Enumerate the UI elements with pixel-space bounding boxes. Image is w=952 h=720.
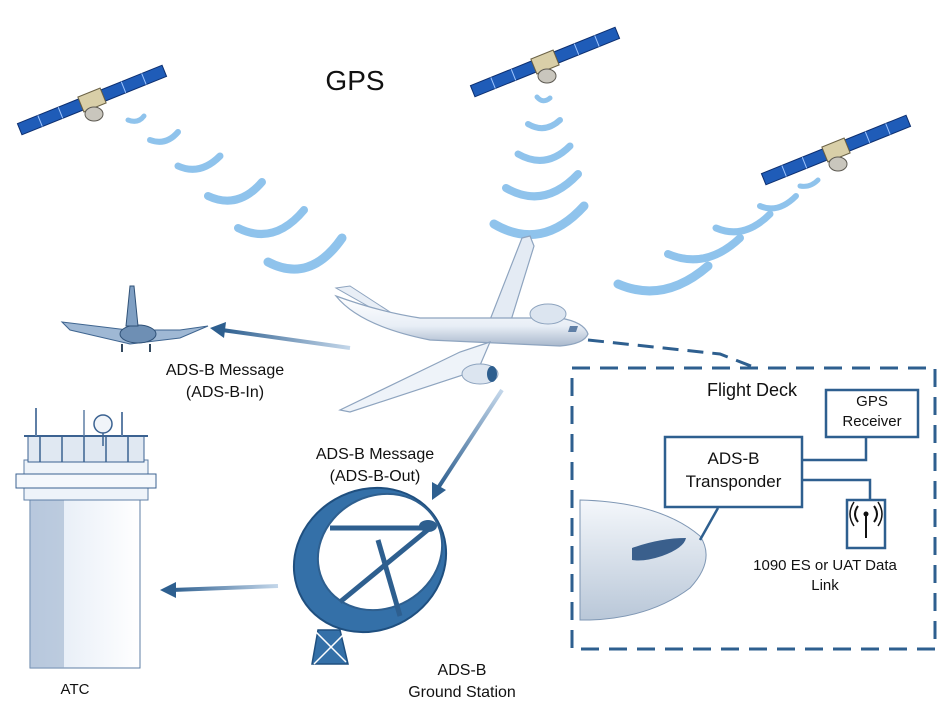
gps-receiver-label: GPS Receiver bbox=[826, 392, 918, 433]
airplane-icon-small bbox=[60, 285, 209, 352]
gps-signal-waves bbox=[125, 94, 821, 296]
gps-receiver-line2: Receiver bbox=[842, 413, 902, 431]
transponder-box bbox=[663, 435, 804, 509]
adsb-in-line1: ADS-B Message bbox=[165, 362, 285, 379]
gps-receiver-line1: GPS bbox=[856, 393, 888, 410]
satellite-dish-icon bbox=[292, 486, 448, 665]
arrow-adsb-in bbox=[210, 322, 351, 350]
adsb-out-line1: ADS-B Message bbox=[315, 446, 435, 463]
data-link-label: 1090 ES or UAT Data Link bbox=[735, 556, 915, 597]
control-tower-icon bbox=[15, 408, 157, 669]
antenna-signal-icon bbox=[845, 498, 887, 550]
flight-deck-callout bbox=[570, 338, 937, 651]
airplane-icon-main bbox=[334, 235, 589, 413]
data-link-line1: 1090 ES or UAT Data bbox=[753, 557, 897, 574]
arrow-ground-to-atc bbox=[160, 582, 279, 598]
adsb-out-label: ADS-B Message (ADS-B-Out) bbox=[290, 444, 460, 487]
adsb-in-line2: (ADS-B-In) bbox=[185, 383, 265, 401]
arrow-adsb-out bbox=[432, 388, 504, 500]
satellite-icon-right bbox=[760, 112, 912, 188]
transponder-line1: ADS-B bbox=[707, 449, 760, 468]
data-link-line2: Link bbox=[811, 577, 839, 595]
ground-station-line2: Ground Station bbox=[408, 683, 516, 701]
ground-station-line1: ADS-B bbox=[437, 662, 487, 679]
gps-label: GPS bbox=[325, 65, 385, 96]
transponder-label: ADS-B Transponder bbox=[665, 448, 802, 494]
aircraft-nose bbox=[579, 499, 707, 621]
flight-deck-label: Flight Deck bbox=[706, 380, 798, 400]
adsb-out-line2: (ADS-B-Out) bbox=[329, 467, 421, 485]
flight-deck-connectors bbox=[698, 437, 872, 541]
satellite-icon-left bbox=[16, 62, 168, 138]
ground-station-label: ADS-B Ground Station bbox=[382, 660, 542, 703]
satellite-icon-center bbox=[469, 24, 621, 100]
gps-receiver-box bbox=[824, 388, 920, 439]
atc-label: ATC bbox=[60, 681, 90, 698]
adsb-in-label: ADS-B Message (ADS-B-In) bbox=[140, 360, 310, 403]
transponder-line2: Transponder bbox=[685, 471, 782, 491]
